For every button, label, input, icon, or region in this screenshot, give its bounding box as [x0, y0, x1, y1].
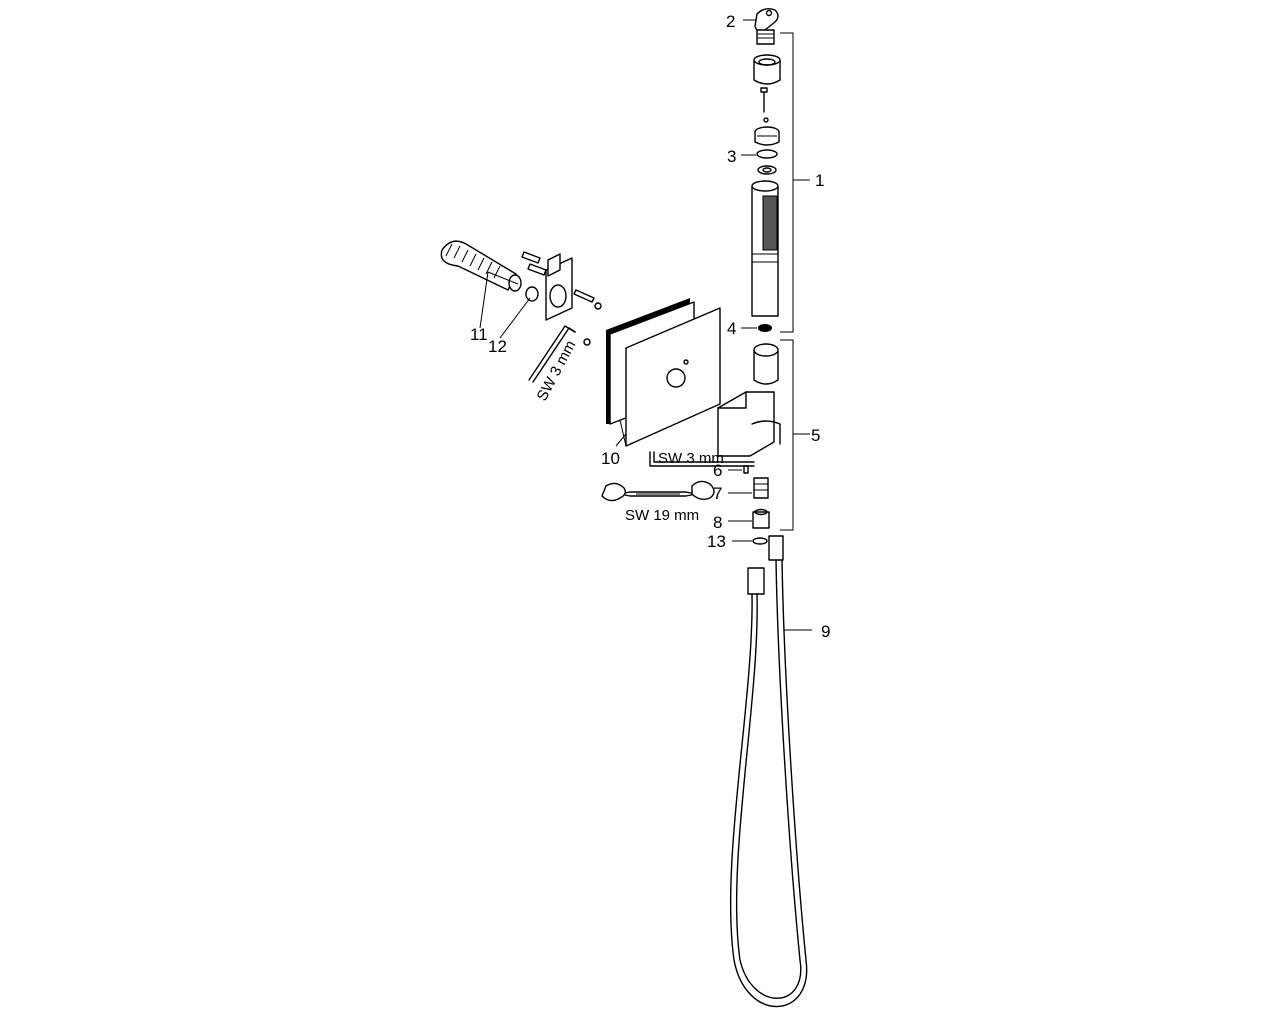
callout-4: 4 — [727, 319, 736, 338]
bracket-part-1 — [780, 32, 794, 333]
callout-10: 10 — [601, 449, 620, 468]
part-anchors-and-screws — [521, 251, 602, 310]
part-threaded-ring — [754, 126, 780, 146]
callout-1: 1 — [815, 171, 824, 190]
part-7-connector — [753, 477, 769, 499]
part-wall-bracket — [545, 253, 573, 321]
part-pin — [760, 87, 769, 123]
part-11-corrugated-hose — [440, 240, 522, 292]
holder-assembly — [717, 339, 810, 545]
part-12-seal — [525, 286, 539, 302]
callout-5: 5 — [811, 426, 820, 445]
leader-lines — [615, 19, 757, 542]
part-9-shower-hose — [729, 535, 812, 1008]
wrench-sw19 — [601, 480, 715, 502]
callout-7: 7 — [713, 484, 722, 503]
callout-12: 12 — [488, 337, 507, 356]
part-holder-clip — [753, 343, 779, 385]
callout-2: 2 — [726, 12, 735, 31]
part-nut — [756, 29, 775, 45]
part-sleeve — [753, 54, 781, 85]
wrench-label: SW 19 mm — [625, 507, 699, 524]
part-8-nut — [752, 508, 770, 529]
bracket-part-5 — [780, 339, 794, 531]
callout-9: 9 — [821, 622, 830, 641]
part-13-o-ring — [752, 537, 768, 545]
hex-key-center — [649, 451, 755, 467]
part-4-seal — [758, 324, 772, 332]
hex-key-left — [528, 325, 591, 383]
part-holder-body — [717, 391, 781, 457]
part-10-wall-outlet — [606, 298, 721, 447]
callout-8: 8 — [713, 513, 722, 532]
callout-13: 13 — [707, 532, 726, 551]
callout-6: 6 — [713, 461, 722, 480]
callout-3: 3 — [727, 147, 736, 166]
hex-key-center-label: SW 3 mm — [658, 450, 724, 467]
part-hand-shower-body — [751, 180, 779, 317]
part-3-o-ring — [756, 149, 778, 159]
callout-11: 11 — [470, 325, 488, 344]
hand-shower-assembly — [751, 7, 810, 333]
part-filter-disc — [757, 165, 777, 175]
part-2-key — [754, 7, 779, 33]
part-6-screw — [743, 465, 749, 474]
left-installation-parts — [440, 240, 602, 383]
